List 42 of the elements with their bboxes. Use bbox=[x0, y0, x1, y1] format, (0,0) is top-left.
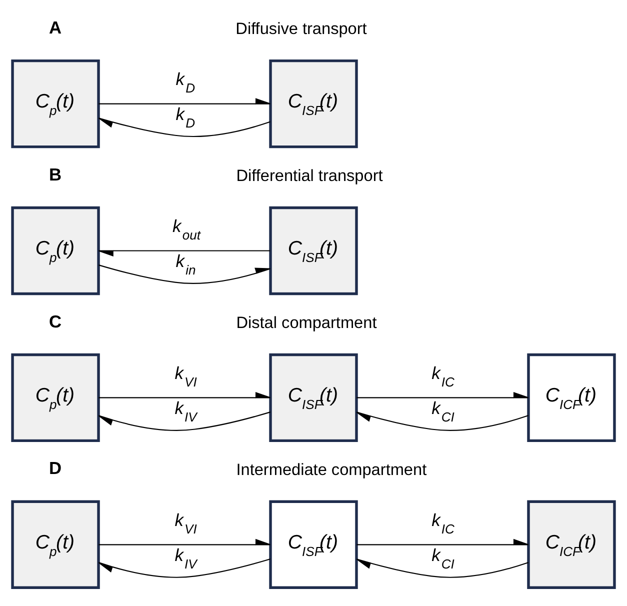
edge-label: k$_{IV}$ bbox=[174, 398, 197, 424]
label: Intermediate compartment bbox=[236, 460, 427, 479]
edge-label: k$_{IC}$ bbox=[432, 510, 454, 536]
label: A bbox=[48, 17, 62, 38]
arrow bbox=[356, 538, 529, 546]
node-box: C$_{ISF}$(t) bbox=[269, 353, 358, 442]
node-box: C$_{ICF}$(t) bbox=[527, 500, 616, 589]
edge-label: k$_{IV}$ bbox=[174, 544, 197, 572]
label: Differential transport bbox=[236, 167, 383, 186]
node-box: C$_{p}$(t) bbox=[11, 206, 100, 296]
edge-label: k$_{out}$ bbox=[172, 216, 200, 243]
arrow bbox=[98, 264, 271, 284]
edge-label: k$_{D}$ bbox=[176, 104, 196, 130]
edge-label: k$_{VI}$ bbox=[174, 362, 197, 390]
arrow bbox=[356, 558, 529, 578]
arrow bbox=[98, 538, 271, 546]
edge-label: k$_{in}$ bbox=[176, 250, 196, 278]
arrow bbox=[98, 558, 271, 578]
arrow bbox=[98, 250, 270, 256]
node-box: C$_{ICF}$(t) bbox=[527, 353, 616, 442]
node-box: C$_{ISF}$(t) bbox=[269, 206, 358, 296]
node-box: C$_{ISF}$(t) bbox=[269, 59, 358, 148]
arrow bbox=[98, 412, 271, 431]
node-box: C$_{p}$(t) bbox=[11, 500, 100, 589]
node-box: C$_{ISF}$(t) bbox=[269, 500, 358, 589]
edge-label: k$_{CI}$ bbox=[432, 398, 454, 424]
edge-label: k$_{IC}$ bbox=[432, 362, 454, 390]
arrow bbox=[356, 412, 529, 431]
label: Diffusive transport bbox=[236, 20, 367, 38]
edge-label: k$_{CI}$ bbox=[432, 544, 454, 572]
node-box: C$_{p}$(t) bbox=[11, 59, 100, 148]
arrow bbox=[98, 118, 270, 137]
label: Distal compartment bbox=[236, 314, 377, 332]
label: C bbox=[48, 311, 62, 332]
edge-label: k$_{D}$ bbox=[176, 69, 196, 96]
arrow bbox=[356, 392, 529, 398]
node-box: C$_{p}$(t) bbox=[11, 353, 100, 442]
arrow bbox=[98, 98, 271, 104]
edge-label: k$_{VI}$ bbox=[174, 510, 197, 536]
label: B bbox=[48, 164, 62, 184]
arrow bbox=[98, 392, 271, 398]
label: D bbox=[48, 458, 62, 478]
